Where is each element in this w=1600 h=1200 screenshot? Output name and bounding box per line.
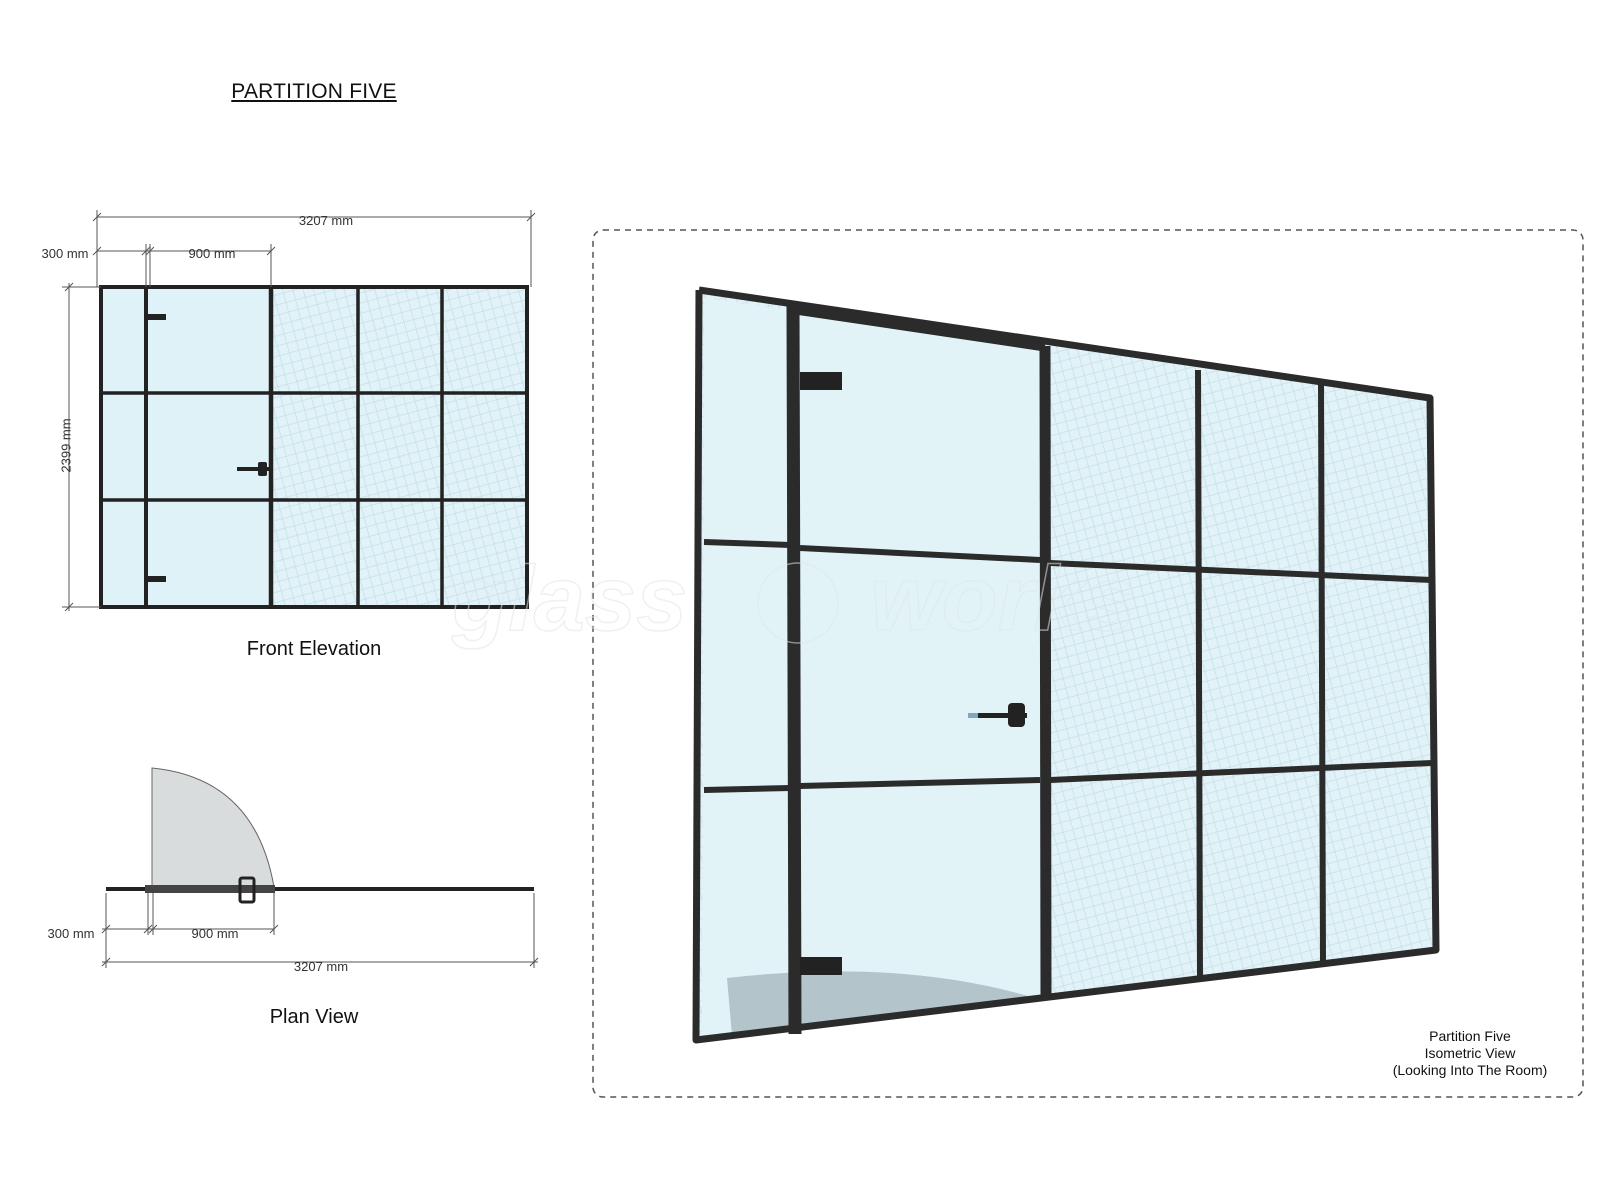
plan-total-width-label: 3207 mm xyxy=(293,959,349,974)
watermark-logo xyxy=(757,562,839,644)
plan-door-leaf xyxy=(145,885,275,893)
door-glass xyxy=(150,287,271,607)
iso-hinge-icon xyxy=(800,957,842,975)
front-elevation-drawing xyxy=(62,210,536,612)
front-elevation-caption: Front Elevation xyxy=(246,638,382,660)
plan-door-width-label: 900 mm xyxy=(191,926,239,941)
elevation-outer-frame xyxy=(99,285,529,609)
watermark-logo: works xyxy=(870,548,1136,650)
door-swing-arc xyxy=(151,767,275,888)
iso-door-glass xyxy=(797,307,1042,1030)
door-handle-icon xyxy=(237,467,269,471)
iso-sidelight-glass xyxy=(702,298,789,1038)
elevation-height-label: 2399 mm xyxy=(58,418,74,473)
plan-sidelight-width-label: 300 mm xyxy=(47,926,95,941)
door-lock-icon xyxy=(258,462,267,476)
isometric-caption: Partition Five Isometric View (Looking I… xyxy=(1370,1028,1570,1079)
plan-dimensions xyxy=(101,893,539,968)
elevation-total-width-label: 3207 mm xyxy=(298,213,354,228)
isometric-caption-line: (Looking Into The Room) xyxy=(1392,1062,1548,1078)
iso-door-swing-shadow xyxy=(727,971,1035,1035)
elevation-sidelight-width-label: 300 mm xyxy=(41,246,89,261)
plan-view-drawing xyxy=(101,767,539,968)
iso-frame xyxy=(692,286,1440,1044)
isometric-view-drawing xyxy=(692,286,1440,1044)
iso-hinge-icon xyxy=(800,372,842,390)
plan-view-caption: Plan View xyxy=(269,1006,359,1028)
sidelight-glass xyxy=(101,287,150,607)
elevation-dimensions xyxy=(62,210,536,612)
elevation-door-width-label: 900 mm xyxy=(188,246,236,261)
watermark-logo: glass xyxy=(451,548,687,650)
plan-handle-icon xyxy=(238,876,256,904)
hinge-icon xyxy=(146,314,166,320)
page-title: PARTITION FIVE xyxy=(231,80,397,103)
iso-door-handle-icon xyxy=(968,703,1027,727)
isometric-caption-line: Isometric View xyxy=(1424,1045,1516,1061)
isometric-view-border xyxy=(592,229,1584,1098)
isometric-caption-line: Partition Five xyxy=(1429,1028,1511,1044)
hinge-icon xyxy=(146,576,166,582)
